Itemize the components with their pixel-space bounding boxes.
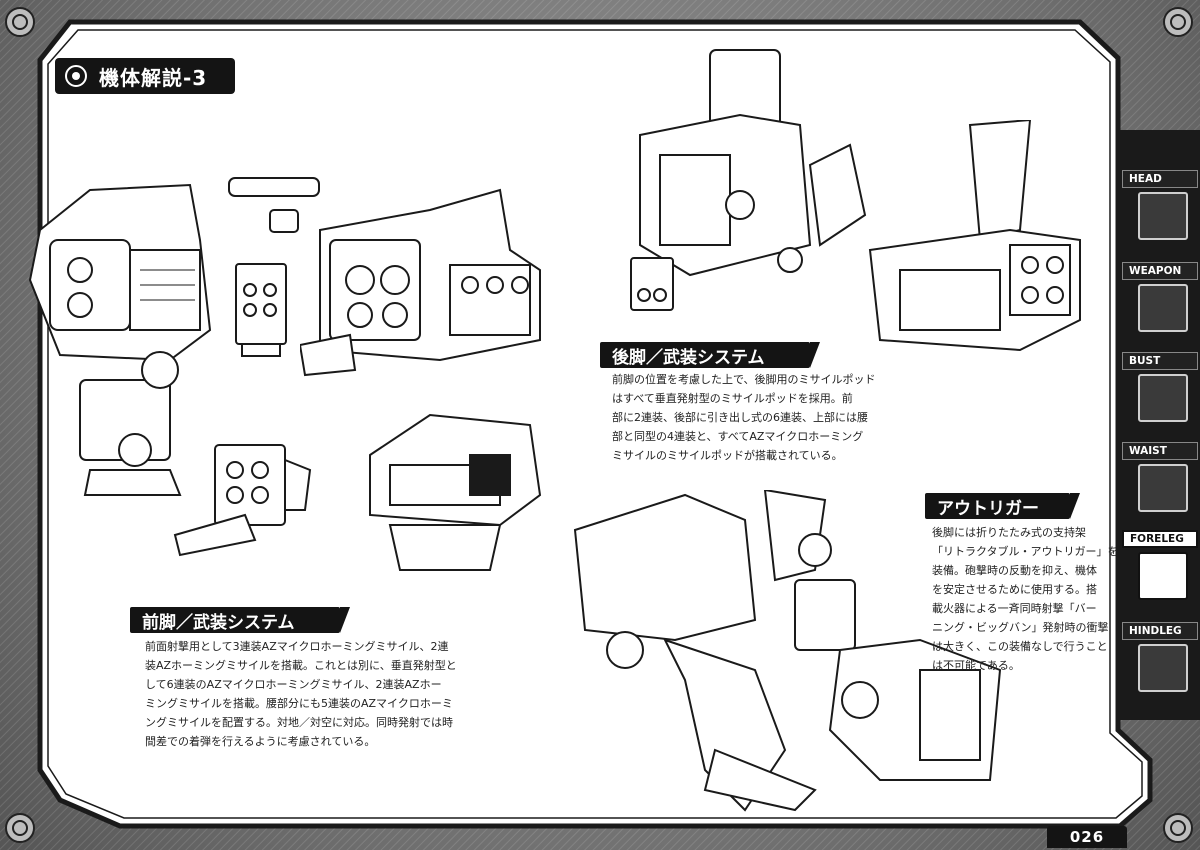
text-line: は不可能である。 [932,659,1020,672]
nav-label: FORELEG [1122,530,1198,548]
text-line: 前面射撃用として3連装AZマイクロホーミングミサイル、2連 [145,640,449,653]
text-line: 装備。砲撃時の反動を抑え、機体 [932,564,1097,577]
head-thumbnail-icon [1138,192,1188,240]
outrigger-description: 後脚には折りたたみ式の支持架 「リトラクタブル・アウトリガー」を 装備。砲撃時の… [932,523,1119,675]
text-line: ニング・ビッグバン」発射時の衝撃 [932,621,1109,634]
text-line: して6連装のAZマイクロホーミングミサイル、2連装AZホー [145,678,442,691]
foreleg-thumbnail-icon [1138,552,1188,600]
text-line: ミサイルのミサイルポッドが搭載されている。 [612,449,843,462]
foreleg-description: 前面射撃用として3連装AZマイクロホーミングミサイル、2連 装AZホーミングミサ… [145,637,457,751]
nav-label: BUST [1122,352,1198,370]
text-line: 前脚の位置を考慮した上で、後脚用のミサイルポッド [612,373,876,386]
outrigger-illustration [573,490,856,812]
text-line: は大きく、この装備なしで行うこと [932,640,1108,653]
nav-item-head[interactable]: HEAD [1122,170,1198,240]
hindleg-heading: 後脚／武装システム [600,342,820,368]
hindleg-assembly-illustration [639,49,867,277]
missile-pod-illustration [235,263,287,357]
hindleg-open-pod-illustration [868,120,1081,352]
page-number: 026 [1047,826,1127,848]
text-line: 後脚には折りたたみ式の支持架 [932,526,1086,539]
text-line: 部に2連装、後部に引き出し式の6連装、上部には腰 [612,411,868,424]
missile-part-illustration [228,177,320,233]
nav-label: WEAPON [1122,262,1198,280]
text-line: 「リトラクタブル・アウトリガー」を [932,545,1119,558]
foreleg-hatch-illustration [173,444,312,557]
nav-item-bust[interactable]: BUST [1122,352,1198,422]
foreleg-missile-pod-illustration [300,188,541,377]
hindleg-description: 前脚の位置を考慮した上で、後脚用のミサイルポッド はすべて垂直発射型のミサイルポ… [612,370,876,465]
text-line: はすべて垂直発射型のミサイルポッドを採用。前 [612,392,853,405]
waist-thumbnail-icon [1138,464,1188,512]
foreleg-side-illustration [28,183,212,496]
text-line: ミングミサイルを搭載。腰部分にも5連装のAZマイクロホーミ [145,697,453,710]
nav-label: HEAD [1122,170,1198,188]
text-line: ングミサイルを配置する。対地／対空に対応。同時発射では時 [145,716,453,729]
outrigger-folded-illustration [828,638,1002,781]
nav-item-foreleg[interactable]: FORELEG [1122,530,1198,600]
nav-item-hindleg[interactable]: HINDLEG [1122,622,1198,692]
weapon-thumbnail-icon [1138,284,1188,332]
foreleg-heading: 前脚／武装システム [130,607,350,633]
nav-label: HINDLEG [1122,622,1198,640]
nav-item-waist[interactable]: WAIST [1122,442,1198,512]
page-title: 機体解説-3 [99,65,208,90]
nav-label: WAIST [1122,442,1198,460]
section-title-bar: 機体解説-3 [55,58,235,94]
text-line: 間差での着弾を行えるように考慮されている。 [145,735,376,748]
hindleg-pod-illustration [630,257,674,311]
nav-item-weapon[interactable]: WEAPON [1122,262,1198,332]
text-line: 載火器による一斉同時射撃「バー [932,602,1097,615]
waist-pod-illustration [369,413,542,571]
text-line: 部と同型の4連装と、すべてAZマイクロホーミング [612,430,864,443]
outrigger-heading: アウトリガー [925,493,1080,519]
hindleg-thumbnail-icon [1138,644,1188,692]
bust-thumbnail-icon [1138,374,1188,422]
text-line: 装AZホーミングミサイルを搭載。これとは別に、垂直発射型と [145,659,457,672]
text-line: を安定させるために使用する。搭 [932,583,1097,596]
gear-logo-icon [65,65,87,87]
